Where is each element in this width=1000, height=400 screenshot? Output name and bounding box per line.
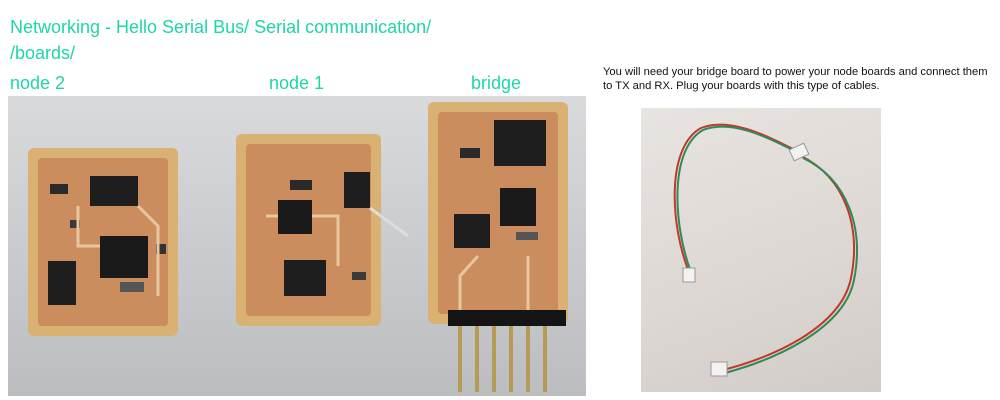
cable-illustration <box>673 123 858 377</box>
boards-photo <box>8 96 586 396</box>
label-node-1: node 1 <box>269 73 325 93</box>
bridge-board <box>428 102 568 392</box>
cable-photo <box>641 108 881 392</box>
label-bridge: bridge <box>471 73 522 93</box>
instructions-text: You will need your bridge board to power… <box>603 66 988 92</box>
node-1-board <box>236 134 409 326</box>
label-node-2: node 2 <box>10 73 66 93</box>
boards-illustration <box>28 102 568 392</box>
node-2-board <box>28 148 178 336</box>
page-title: Networking - Hello Serial Bus/ Serial co… <box>10 17 432 63</box>
